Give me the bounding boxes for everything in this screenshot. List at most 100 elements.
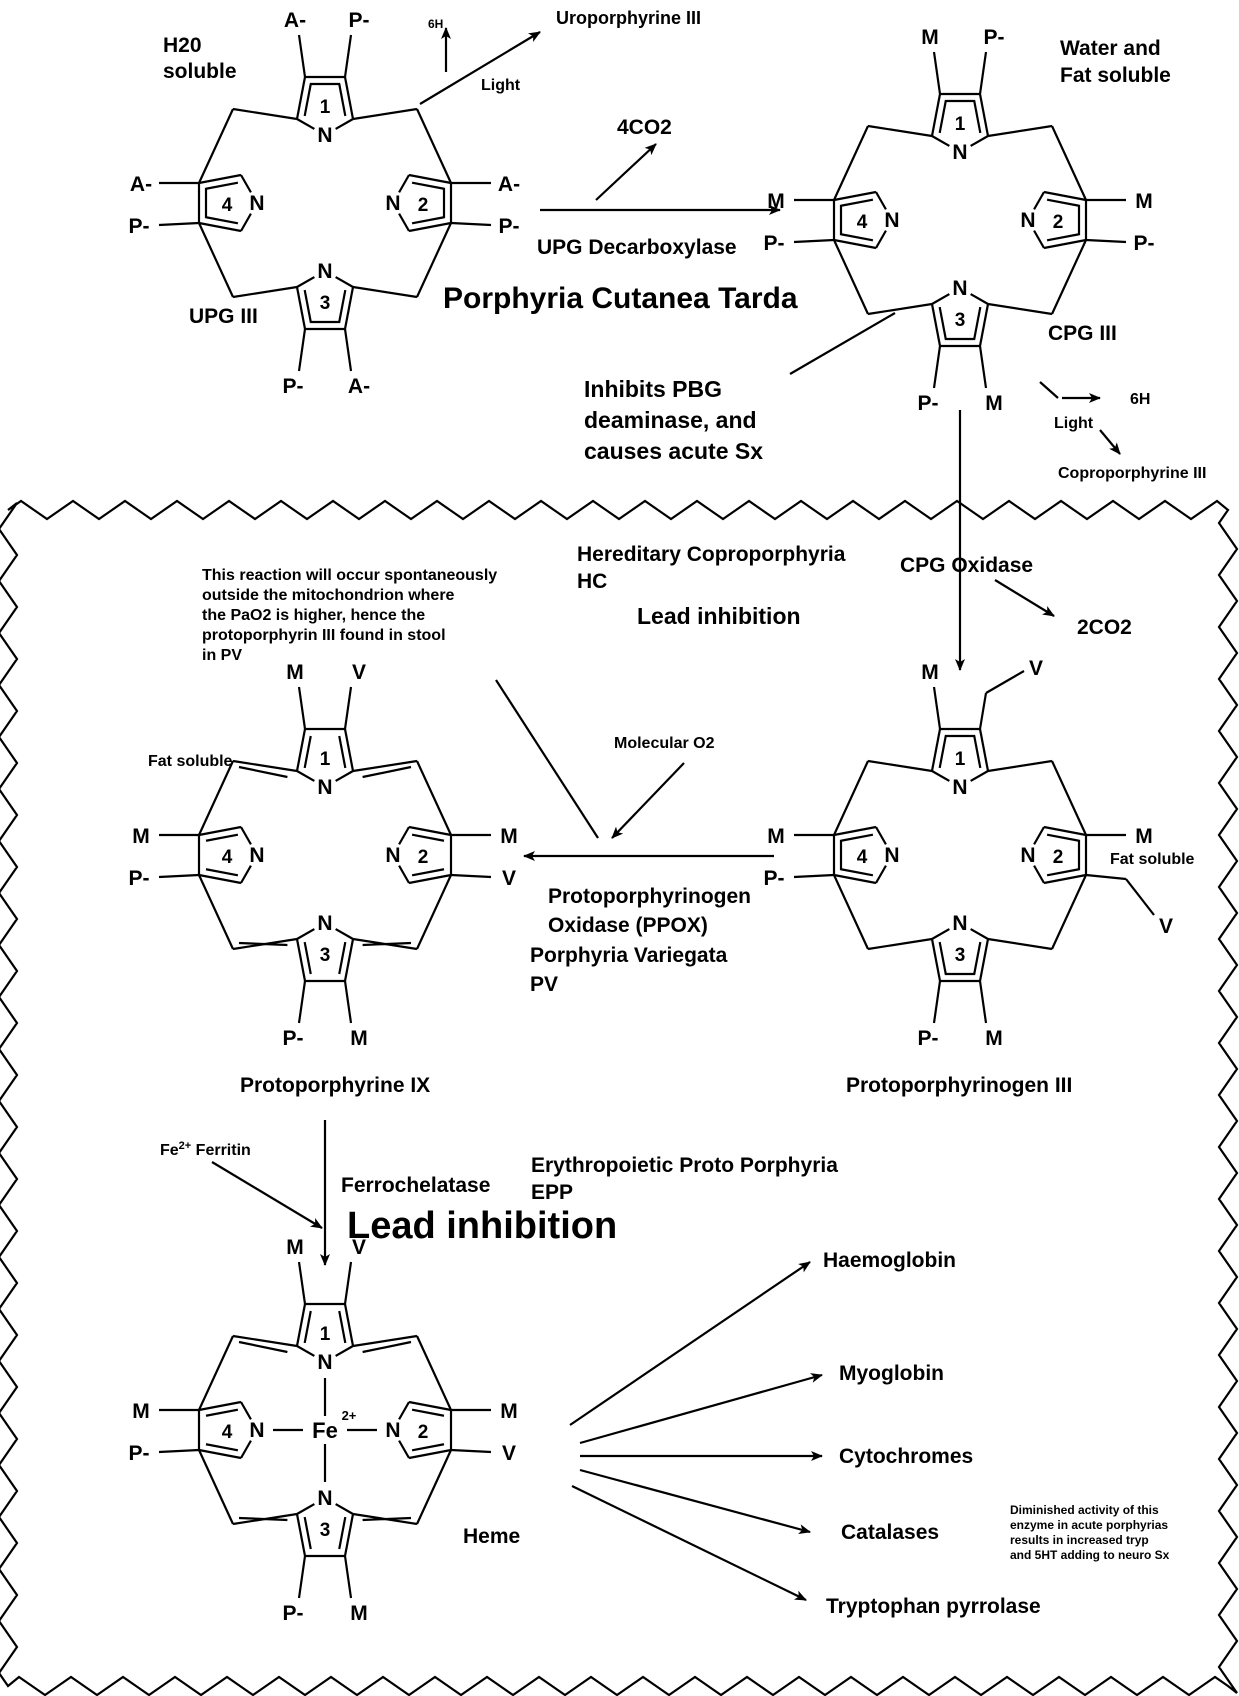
- sub-top-right: V: [352, 1236, 366, 1259]
- fat-soluble-right: Fat soluble: [1110, 851, 1195, 868]
- iron-atom: Fe: [312, 1418, 338, 1443]
- sub-right-bottom: P-: [1134, 232, 1155, 255]
- ring-3-number: 3: [955, 945, 966, 966]
- sub-right-top: M: [1135, 825, 1153, 848]
- upg-decarboxylase: UPG Decarboxylase: [537, 236, 737, 259]
- sub-top-right: V: [352, 661, 366, 684]
- four-co2: 4CO2: [617, 116, 672, 139]
- ppox-line1: Protoporphyrinogen: [548, 885, 751, 908]
- cytochromes: Cytochromes: [839, 1445, 973, 1468]
- light-top: Light: [481, 77, 521, 94]
- sub-right-top: A-: [498, 173, 520, 196]
- labels: H20 soluble 6H Uroporphyrine III Light W…: [148, 8, 1206, 1618]
- molecular-o2: Molecular O2: [614, 735, 715, 752]
- uroporphyrine-label: Uroporphyrine III: [556, 8, 701, 28]
- upg-iii-label: UPG III: [189, 305, 258, 328]
- ring-2-number: 2: [1053, 847, 1064, 868]
- water-fat-line2: Fat soluble: [1060, 64, 1171, 87]
- light-right: Light: [1054, 415, 1094, 432]
- h2o-soluble-line1: H20: [163, 34, 202, 57]
- sub-left-top: A-: [130, 173, 152, 196]
- nitrogen-2: N: [385, 192, 400, 215]
- sub-bottom-right: M: [350, 1602, 368, 1625]
- sub-bottom-right: M: [985, 1027, 1003, 1050]
- nitrogen-3: N: [317, 1487, 332, 1510]
- sub-bottom-left: P-: [283, 1602, 304, 1625]
- nitrogen-1: N: [317, 124, 332, 147]
- sub-left-top: M: [132, 1400, 150, 1423]
- nitrogen-4: N: [249, 844, 264, 867]
- haemoglobin: Haemoglobin: [823, 1249, 956, 1272]
- ppox-line2: Oxidase (PPOX): [548, 914, 708, 937]
- sub-left-bottom: P-: [129, 215, 150, 238]
- diminished-line4: and 5HT adding to neuro Sx: [1010, 1548, 1170, 1562]
- inhibits-line3: causes acute Sx: [584, 438, 763, 464]
- sub-top-right: V: [1029, 657, 1043, 680]
- iron-charge: 2+: [342, 1408, 357, 1423]
- sub-left-bottom: P-: [129, 867, 150, 890]
- fe-ferritin: Fe2+ Ferritin: [160, 1140, 251, 1159]
- nitrogen-4: N: [249, 192, 264, 215]
- hereditary-line1: Hereditary Coproporphyria: [577, 543, 846, 566]
- pv-line1: Porphyria Variegata: [530, 944, 728, 967]
- arrow-molecular-o2: [611, 762, 685, 839]
- nitrogen-2: N: [385, 1419, 400, 1442]
- sub-left-top: M: [767, 825, 785, 848]
- nitrogen-3: N: [317, 912, 332, 935]
- note-line3: the PaO2 is higher, hence the: [202, 607, 425, 624]
- cpg-oxidase: CPG Oxidase: [900, 554, 1033, 577]
- heme-label: Heme: [463, 1525, 520, 1548]
- inhibits-line2: deaminase, and: [584, 407, 757, 433]
- arrow-2co2: [994, 579, 1055, 617]
- sub-right-bottom: P-: [499, 215, 520, 238]
- sub-top-left: M: [286, 1236, 304, 1259]
- sub-top-left: M: [921, 26, 939, 49]
- sub-right-top: M: [500, 825, 518, 848]
- sub-bottom-left: P-: [283, 1027, 304, 1050]
- arrows: [211, 27, 1121, 1601]
- two-co2: 2CO2: [1077, 616, 1132, 639]
- nitrogen-4: N: [249, 1419, 264, 1442]
- sub-top-left: M: [921, 661, 939, 684]
- inhibits-line1: Inhibits PBG: [584, 376, 722, 402]
- h2o-soluble-line2: soluble: [163, 60, 237, 83]
- sub-top-right: P-: [349, 9, 370, 32]
- arrow-to-uroporphyrine: [419, 31, 541, 105]
- note-line5: in PV: [202, 647, 242, 664]
- sub-bottom-left: P-: [918, 392, 939, 415]
- sub-right-top: M: [500, 1400, 518, 1423]
- sub-right-bottom: V: [1159, 915, 1173, 938]
- arrow-haemoglobin: [569, 1261, 811, 1426]
- nitrogen-2: N: [385, 844, 400, 867]
- ring-2-number: 2: [418, 847, 429, 868]
- ferrochelatase: Ferrochelatase: [341, 1174, 490, 1197]
- sub-bottom-left: P-: [918, 1027, 939, 1050]
- light-right-line: [1039, 381, 1059, 399]
- sub-left-top: M: [132, 825, 150, 848]
- ring-3-number: 3: [320, 1520, 331, 1541]
- catalases: Catalases: [841, 1521, 939, 1544]
- ring-3-number: 3: [320, 293, 331, 314]
- hereditary-line2: HC: [577, 570, 607, 593]
- ring-2-number: 2: [418, 1422, 429, 1443]
- arrow-catalases: [579, 1468, 811, 1534]
- nitrogen-4: N: [884, 209, 899, 232]
- water-fat-line1: Water and: [1060, 37, 1161, 60]
- nitrogen-2: N: [1020, 209, 1035, 232]
- protoporphyrine-ix-label: Protoporphyrine IX: [240, 1074, 430, 1097]
- nitrogen-2: N: [1020, 844, 1035, 867]
- nitrogen-1: N: [317, 1351, 332, 1374]
- diminished-line3: results in increased tryp: [1010, 1533, 1149, 1547]
- fat-soluble-left: Fat soluble: [148, 753, 233, 770]
- sub-top-left: A-: [284, 9, 306, 32]
- epp-line1: Erythropoietic Proto Porphyria: [531, 1154, 838, 1177]
- inhibits-line: [789, 312, 896, 375]
- nitrogen-3: N: [317, 260, 332, 283]
- mitochondrion-border: [0, 499, 1239, 1696]
